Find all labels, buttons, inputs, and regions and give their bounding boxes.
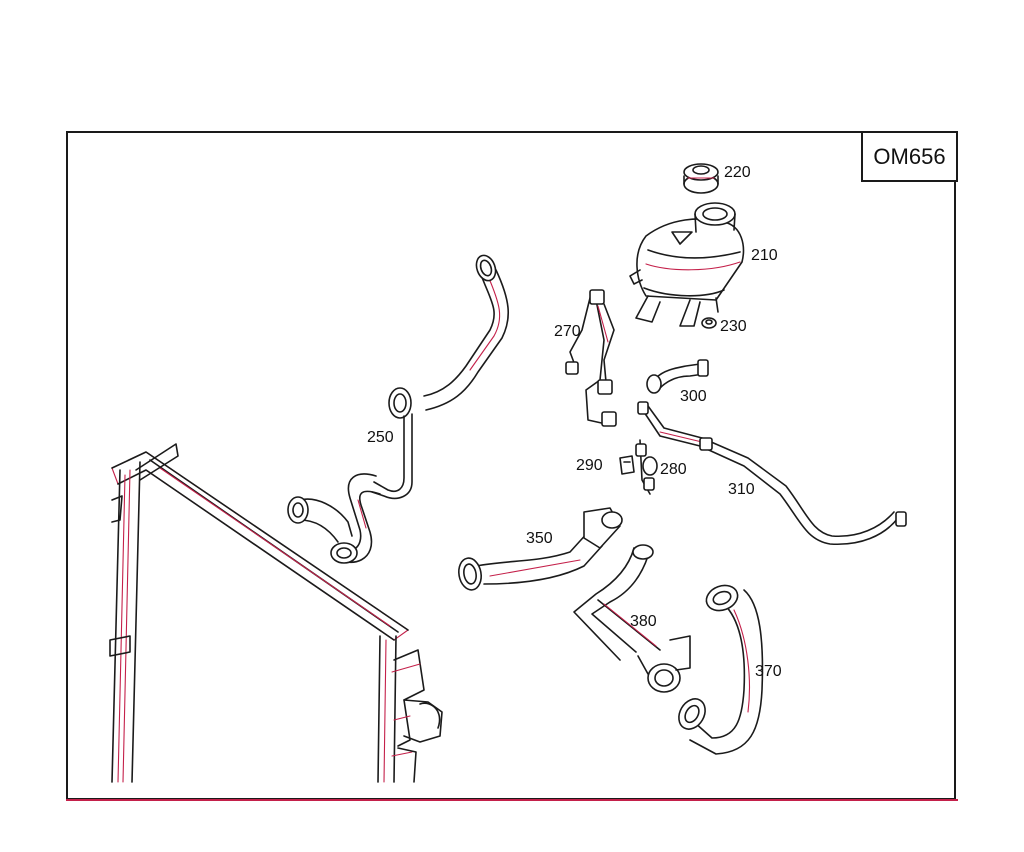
valve-280 (635, 439, 658, 495)
hose-300 (646, 359, 709, 394)
label-270: 270 (554, 323, 581, 340)
label-250: 250 (367, 429, 394, 446)
label-380: 380 (630, 613, 657, 630)
line-bundle-270 (565, 289, 617, 427)
bleed-line-310 (637, 401, 907, 546)
label-300: 300 (680, 388, 707, 405)
clip-290 (619, 455, 635, 475)
label-350: 350 (526, 530, 553, 547)
radiator (109, 443, 443, 783)
hose-370 (678, 584, 764, 755)
label-290: 290 (576, 457, 603, 474)
hose-250 (287, 254, 510, 564)
engine-code: OM656 (873, 143, 946, 169)
label-310: 310 (728, 481, 755, 498)
label-210: 210 (751, 247, 778, 264)
bottom-rule (66, 799, 958, 801)
label-370: 370 (755, 663, 782, 680)
expansion-tank-210 (629, 202, 745, 327)
diagram-frame (66, 131, 956, 800)
cap-220 (683, 163, 719, 194)
label-280: 280 (660, 461, 687, 478)
label-220: 220 (724, 164, 751, 181)
seal-230 (701, 317, 717, 329)
engine-code-box: OM656 (861, 131, 958, 182)
hose-380 (573, 544, 691, 693)
hose-350 (458, 507, 623, 591)
label-230: 230 (720, 318, 747, 335)
